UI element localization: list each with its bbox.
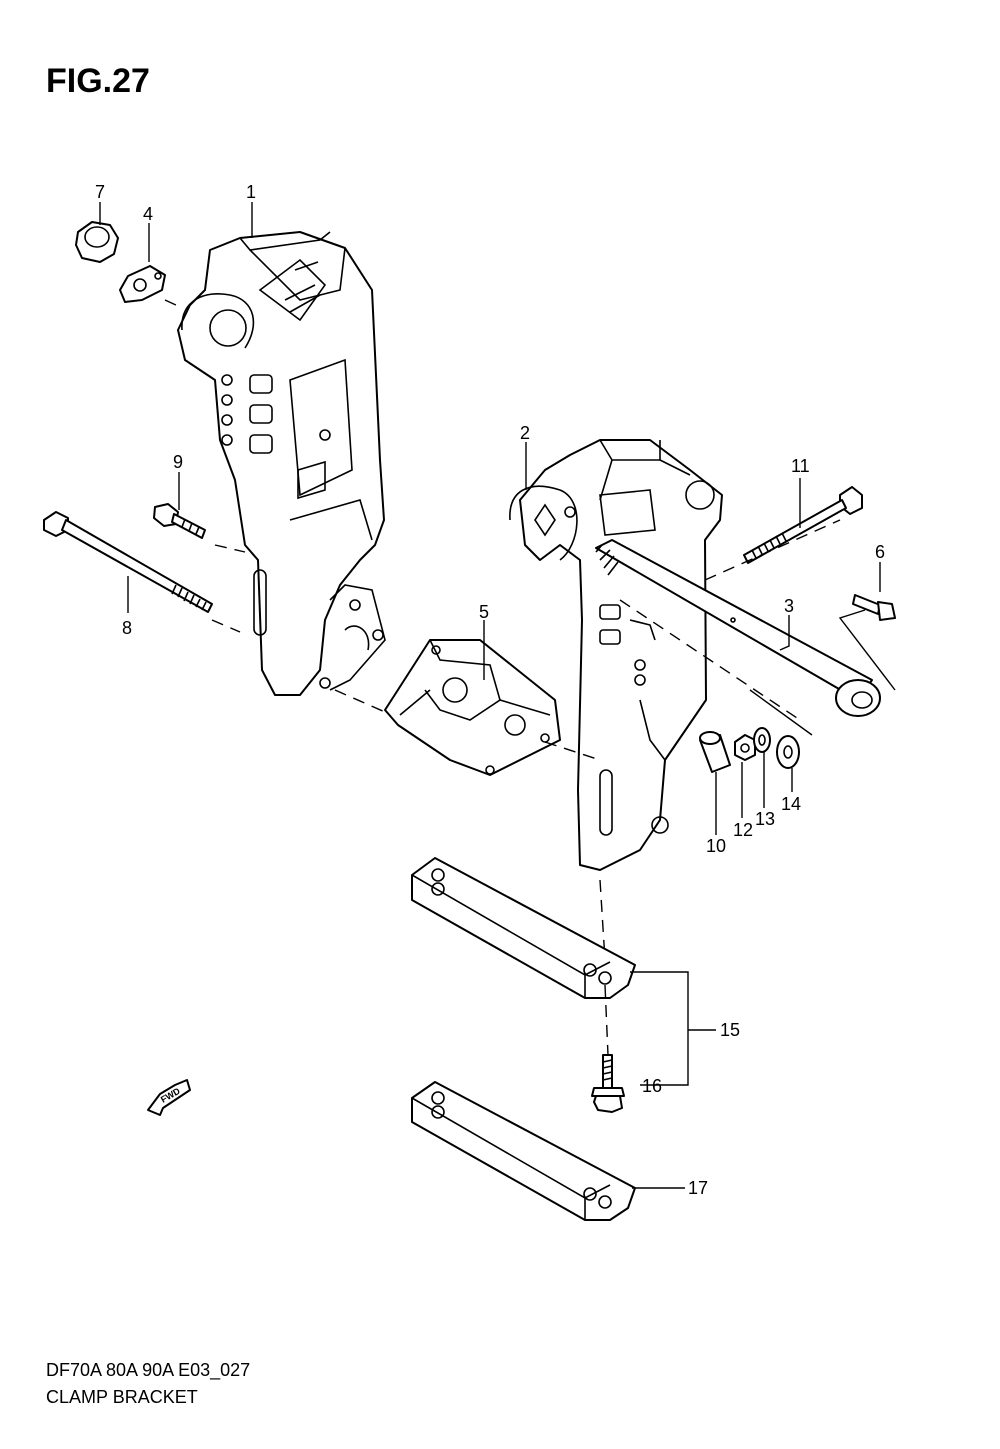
part-12-nut[interactable] <box>734 734 756 761</box>
assembly-lines <box>164 299 896 1056</box>
part-13-washer[interactable] <box>753 727 771 753</box>
callouts: 1 2 3 4 5 6 7 8 9 10 11 12 13 14 15 16 1… <box>95 182 885 1198</box>
part-8-long-bolt[interactable] <box>43 511 213 613</box>
callout-5: 5 <box>479 602 489 622</box>
part-10-collar[interactable] <box>699 731 731 773</box>
part-14-washer[interactable] <box>776 735 800 769</box>
callout-12: 12 <box>733 820 753 840</box>
leader-lines <box>99 202 881 1189</box>
callout-11: 11 <box>791 456 810 476</box>
callout-10: 10 <box>706 836 726 856</box>
callout-3: 3 <box>784 596 794 616</box>
part-15-plate[interactable] <box>411 857 636 999</box>
part-4-plate[interactable] <box>119 265 166 303</box>
figure-name: CLAMP BRACKET <box>46 1387 198 1407</box>
callout-13: 13 <box>755 809 775 829</box>
callout-2: 2 <box>520 423 530 443</box>
part-11-bolt[interactable] <box>743 486 863 564</box>
callout-8: 8 <box>122 618 132 638</box>
part-3-tilt-tube[interactable] <box>595 539 881 717</box>
part-2-clamp-bracket-right[interactable] <box>509 439 723 961</box>
callout-6: 6 <box>875 542 885 562</box>
callout-9: 9 <box>173 452 183 472</box>
part-1-clamp-bracket-left[interactable] <box>177 231 386 696</box>
part-17-plate[interactable] <box>411 1081 636 1221</box>
part-16-bolt[interactable] <box>591 1054 625 1113</box>
callout-15: 15 <box>720 1020 740 1040</box>
callout-17: 17 <box>688 1178 708 1198</box>
callout-16: 16 <box>642 1076 662 1096</box>
callout-14: 14 <box>781 794 801 814</box>
part-5-mount[interactable] <box>384 639 561 776</box>
figure-code: DF70A 80A 90A E03_027 <box>46 1360 251 1380</box>
part-9-bolt[interactable] <box>153 503 206 539</box>
fwd-arrow-icon: FWD <box>147 1079 191 1116</box>
callout-4: 4 <box>143 204 153 224</box>
part-6-bolt[interactable] <box>852 594 896 621</box>
part-7-nut[interactable] <box>75 221 119 263</box>
callout-1: 1 <box>246 182 256 202</box>
callout-7: 7 <box>95 182 105 202</box>
figure-title: FIG.27 <box>46 62 150 100</box>
